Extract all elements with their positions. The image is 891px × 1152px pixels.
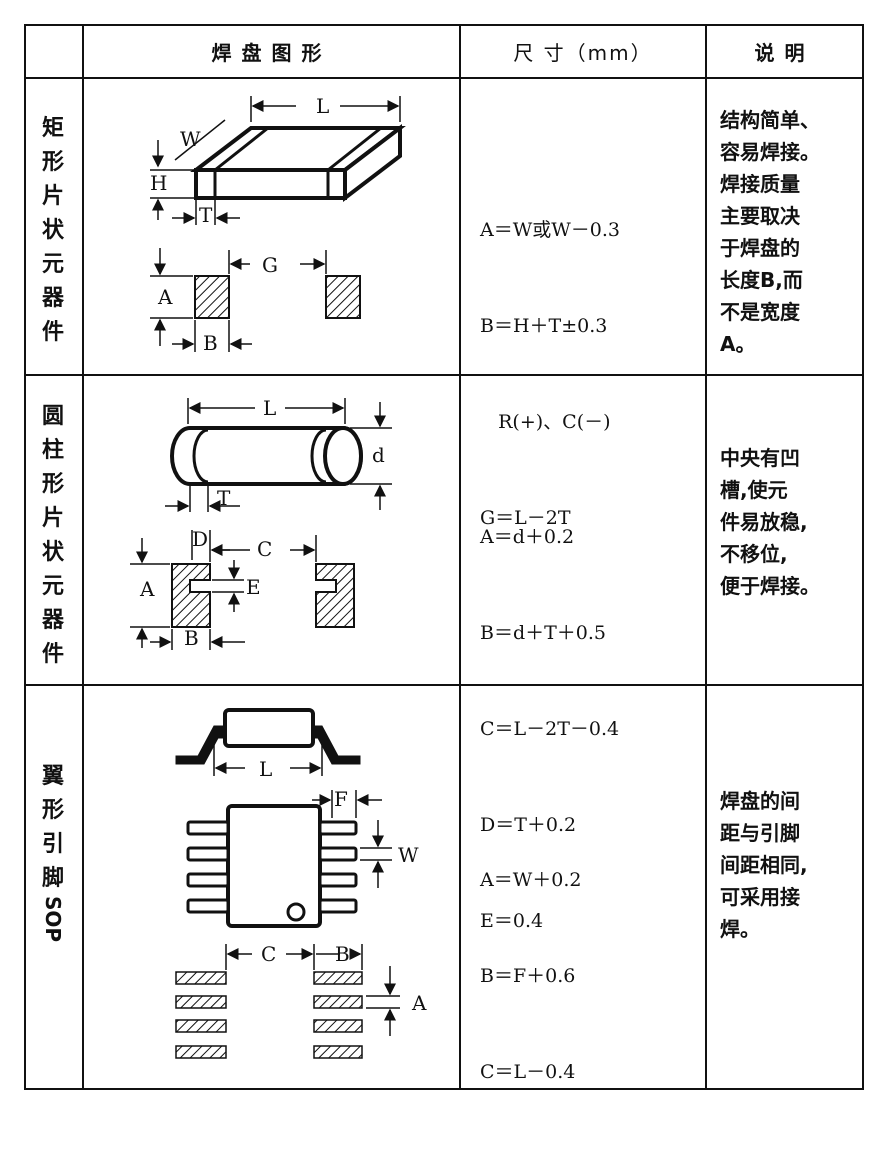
row3-note: 焊盘的间 距与引脚 间距相同, 可采用接 焊。 — [720, 789, 808, 941]
col-divider-1 — [82, 24, 84, 1090]
table-border-bottom — [24, 1088, 864, 1090]
sop-side-dimensions — [213, 744, 323, 776]
row2-formulas: A＝d＋0.2 B＝d＋T＋0.5 C＝L－2T－0.4 D＝T＋0.2 E＝0… — [480, 526, 620, 932]
melf-label-D: D — [192, 527, 208, 551]
chip-dimension-lines — [150, 96, 401, 225]
table-border-top — [24, 24, 864, 26]
sop-pads — [175, 971, 363, 1059]
sop-label-L: L — [259, 757, 272, 781]
figures-svg: L W H T G A B — [130, 94, 427, 1059]
melf-label-C: C — [257, 537, 272, 561]
table-border-right — [862, 24, 864, 1090]
chip-label-L: L — [316, 94, 329, 118]
chip-label-W: W — [180, 127, 201, 151]
melf-dimension-lines — [165, 398, 392, 512]
header-divider — [24, 77, 864, 79]
row1-label: 矩 形 片 状 元 器 件 — [41, 116, 64, 345]
chip-label-G: G — [262, 253, 278, 277]
melf-label-T: T — [217, 486, 231, 510]
melf-pads — [171, 563, 355, 628]
chip-label-B: B — [203, 331, 218, 355]
melf-label-B: B — [184, 626, 199, 650]
sop-label-B: B — [335, 942, 350, 966]
table-page: 焊盘图形 尺 寸（mm） 说明 矩 形 片 状 元 器 件 圆 柱 形 片 状 … — [24, 24, 864, 1090]
row3-formulas: A＝W＋0.2 B＝F＋0.6 C＝L－0.4 — [480, 869, 582, 1083]
row1-formulas: A＝W或W－0.3 B＝H＋T±0.3 R(+)、C(－) G＝L－2T — [480, 219, 620, 529]
header-graphic: 焊盘图形 — [211, 41, 332, 65]
chip-pad-dimensions — [150, 248, 327, 352]
row2-note: 中央有凹 槽,使元 件易放稳, 不移位, 便于焊接。 — [720, 446, 820, 598]
row1-note: 结构简单、 容易焊接。 焊接质量 主要取决 于焊盘的 长度B,而 不是宽度 A。 — [720, 108, 820, 356]
table-border-left — [24, 24, 26, 1090]
sop-top-view — [186, 804, 358, 928]
sop-pad-dimensions — [225, 944, 400, 1036]
row2-label: 圆 柱 形 片 状 元 器 件 — [41, 404, 64, 667]
sop-label-C: C — [261, 942, 276, 966]
sop-label-W: W — [398, 843, 419, 867]
sop-side-view — [175, 708, 361, 765]
chip-label-T: T — [199, 203, 213, 227]
sop-top-dimensions — [312, 790, 392, 888]
row3-label: 翼 形 引 脚 SOP — [41, 764, 65, 943]
chip-label-H: H — [150, 171, 167, 195]
chip-component-drawing — [190, 123, 406, 203]
col-divider-3 — [705, 24, 707, 1090]
header-note: 说明 — [754, 41, 815, 65]
row-divider-2 — [24, 684, 864, 686]
sop-label-A: A — [411, 991, 427, 1015]
sop-label-F: F — [334, 787, 348, 811]
melf-label-d: d — [372, 443, 385, 467]
melf-component-drawing — [170, 426, 363, 486]
row-divider-1 — [24, 374, 864, 376]
chip-pads — [194, 275, 361, 319]
melf-label-E: E — [246, 575, 261, 599]
col-divider-2 — [459, 24, 461, 1090]
melf-label-A: A — [139, 577, 155, 601]
header-dimensions: 尺 寸（mm） — [513, 41, 653, 65]
melf-label-L: L — [263, 396, 276, 420]
melf-pad-dimensions — [130, 530, 317, 650]
chip-label-A: A — [157, 285, 173, 309]
